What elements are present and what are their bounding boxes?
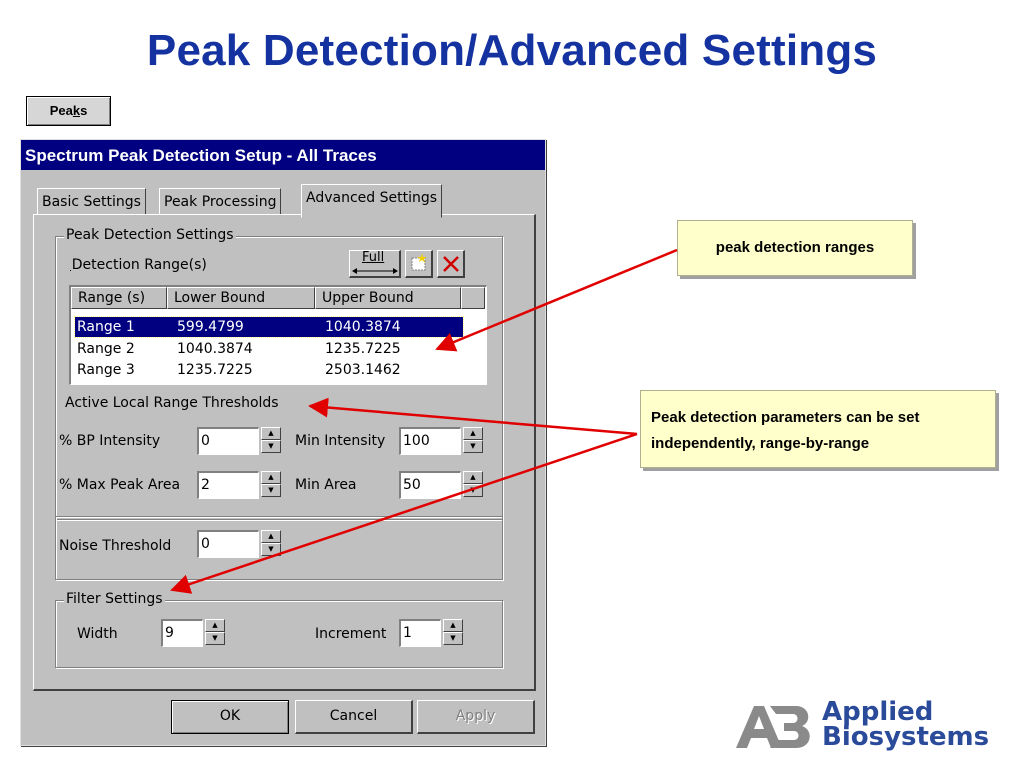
width-input[interactable]: 9 — [161, 619, 203, 647]
width-spinner[interactable]: ▲▼ — [205, 619, 225, 647]
new-range-button[interactable] — [405, 250, 433, 278]
peaks-label-mnemonic: k — [72, 103, 81, 118]
noise-threshold-input[interactable]: 0 — [197, 530, 259, 558]
peaks-button[interactable]: Peaks — [26, 96, 111, 126]
peak-detection-dialog: Spectrum Peak Detection Setup - All Trac… — [20, 139, 546, 746]
callout-ranges: peak detection ranges — [677, 220, 913, 276]
logo-line2: Biosystems — [822, 722, 990, 752]
spin-up-icon[interactable]: ▲ — [463, 427, 483, 440]
detection-ranges-label-text: Detection Range(s) — [70, 257, 207, 273]
spin-down-icon[interactable]: ▼ — [463, 484, 483, 497]
column-header-range[interactable]: Range (s) — [71, 287, 167, 309]
new-range-icon — [411, 253, 427, 271]
range-row[interactable]: Range 3 1235.7225 2503.1462 — [75, 360, 463, 380]
min-area-label: Min Area — [295, 477, 357, 493]
spin-down-icon[interactable]: ▼ — [261, 543, 281, 556]
slide-title: Peak Detection/Advanced Settings — [146, 26, 878, 75]
width-label: Width — [77, 626, 118, 642]
spin-down-icon[interactable]: ▼ — [261, 484, 281, 497]
tab-peak-processing[interactable]: Peak Processing — [159, 188, 282, 215]
noise-threshold-spinner[interactable]: ▲▼ — [261, 530, 281, 558]
spin-down-icon[interactable]: ▼ — [463, 440, 483, 453]
increment-label: Increment — [315, 626, 387, 642]
ranges-listview[interactable]: Range (s) Lower Bound Upper Bound Range … — [69, 285, 487, 385]
detection-ranges-label: DDetection Range(s) — [70, 257, 207, 273]
range-name: Range 3 — [77, 362, 135, 378]
applied-biosystems-logo: Applied Biosystems — [734, 697, 989, 754]
spin-up-icon[interactable]: ▲ — [443, 619, 463, 632]
callout-parameters: Peak detection parameters can be set ind… — [640, 390, 996, 468]
group-legend: Peak Detection Settings — [64, 227, 236, 243]
increment-spinner[interactable]: ▲▼ — [443, 619, 463, 647]
spin-up-icon[interactable]: ▲ — [463, 471, 483, 484]
max-peak-area-spinner[interactable]: ▲▼ — [261, 471, 281, 499]
ab-logo-icon — [736, 706, 810, 748]
dialog-titlebar[interactable]: Spectrum Peak Detection Setup - All Trac… — [21, 140, 545, 170]
thresholds-group: Active Local Range Thresholds — [55, 395, 501, 494]
cancel-button[interactable]: Cancel — [295, 700, 413, 734]
delete-range-button[interactable] — [437, 250, 465, 278]
column-header-lower-bound[interactable]: Lower Bound — [167, 287, 315, 309]
tab-basic-settings[interactable]: Basic Settings — [37, 188, 146, 215]
double-arrow-icon — [352, 268, 398, 274]
range-lower: 599.4799 — [177, 319, 244, 335]
max-peak-area-label: % Max Peak Area — [59, 477, 181, 493]
bp-intensity-input[interactable]: 0 — [197, 427, 259, 455]
increment-input[interactable]: 1 — [399, 619, 441, 647]
max-peak-area-input[interactable]: 2 — [197, 471, 259, 499]
range-lower: 1040.3874 — [177, 341, 253, 357]
delete-icon — [443, 256, 459, 272]
range-upper: 2503.1462 — [325, 362, 401, 378]
spin-down-icon[interactable]: ▼ — [443, 632, 463, 645]
ok-button[interactable]: OK — [171, 700, 289, 734]
peaks-label-post: s — [80, 103, 88, 118]
column-header-upper-bound[interactable]: Upper Bound — [315, 287, 461, 309]
group-legend: Active Local Range Thresholds — [63, 395, 281, 411]
spin-up-icon[interactable]: ▲ — [261, 427, 281, 440]
tab-advanced-settings[interactable]: Advanced Settings — [301, 184, 443, 218]
filter-settings-group: Filter Settings — [55, 591, 503, 668]
min-intensity-input[interactable]: 100 — [399, 427, 461, 455]
full-range-button[interactable]: Full — [349, 250, 401, 278]
spin-down-icon[interactable]: ▼ — [205, 632, 225, 645]
full-button-label: Full — [362, 250, 385, 265]
spin-up-icon[interactable]: ▲ — [261, 530, 281, 543]
range-name: Range 1 — [77, 319, 135, 335]
spin-up-icon[interactable]: ▲ — [205, 619, 225, 632]
range-upper: 1235.7225 — [325, 341, 401, 357]
group-legend: Filter Settings — [64, 591, 165, 607]
column-header-filler — [461, 287, 485, 309]
range-lower: 1235.7225 — [177, 362, 253, 378]
range-row[interactable]: Range 2 1040.3874 1235.7225 — [75, 339, 463, 359]
spin-down-icon[interactable]: ▼ — [261, 440, 281, 453]
min-intensity-spinner[interactable]: ▲▼ — [463, 427, 483, 455]
bp-intensity-spinner[interactable]: ▲▼ — [261, 427, 281, 455]
min-area-input[interactable]: 50 — [399, 471, 461, 499]
noise-threshold-label: Noise Threshold — [59, 538, 172, 554]
range-upper: 1040.3874 — [325, 319, 401, 335]
range-name: Range 2 — [77, 341, 135, 357]
apply-button[interactable]: Apply — [417, 700, 535, 734]
min-area-spinner[interactable]: ▲▼ — [463, 471, 483, 499]
range-row[interactable]: Range 1 599.4799 1040.3874 — [74, 316, 464, 338]
min-intensity-label: Min Intensity — [295, 433, 386, 449]
bp-intensity-label: % BP Intensity — [59, 433, 161, 449]
peaks-label-pre: Pea — [49, 103, 73, 118]
spin-up-icon[interactable]: ▲ — [261, 471, 281, 484]
logo-line1: Applied — [822, 697, 934, 727]
